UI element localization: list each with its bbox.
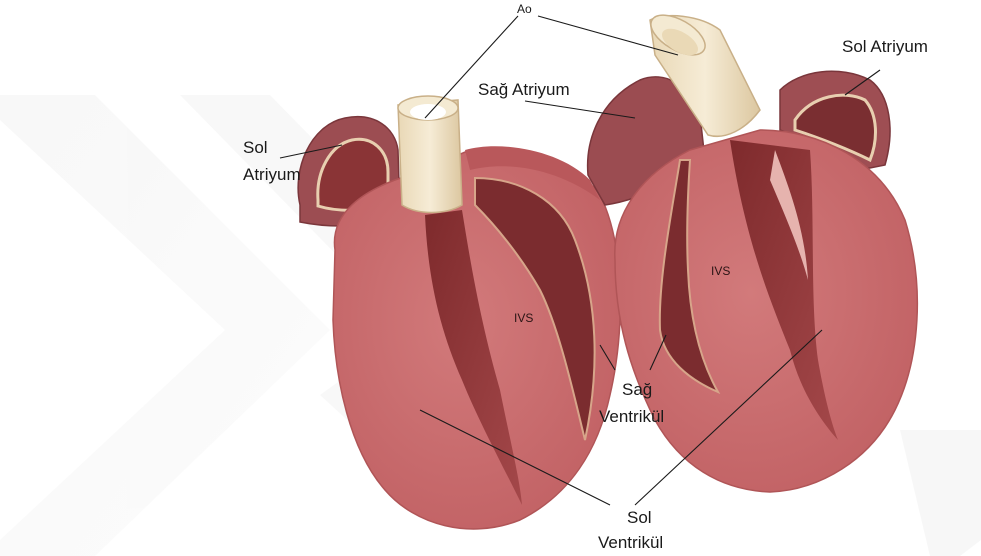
label-sag-atriyum: Sağ Atriyum (478, 80, 570, 99)
label-ivs-left: IVS (514, 311, 533, 325)
label-ivs-right: IVS (711, 264, 730, 278)
left-heart (298, 96, 620, 529)
label-sag-ventrikul-line1: Sağ (622, 380, 652, 399)
label-sol-atriyum-left-line2: Atriyum (243, 165, 301, 184)
label-sol-ventrikul-line2: Ventrikül (598, 533, 663, 552)
label-ao: Ao (517, 2, 532, 16)
label-sol-atriyum-left-line1: Sol (243, 138, 268, 157)
label-sol-atriyum-right: Sol Atriyum (842, 37, 928, 56)
label-sol-ventrikul-line1: Sol (627, 508, 652, 527)
label-sag-ventrikul-line2: Ventrikül (599, 407, 664, 426)
